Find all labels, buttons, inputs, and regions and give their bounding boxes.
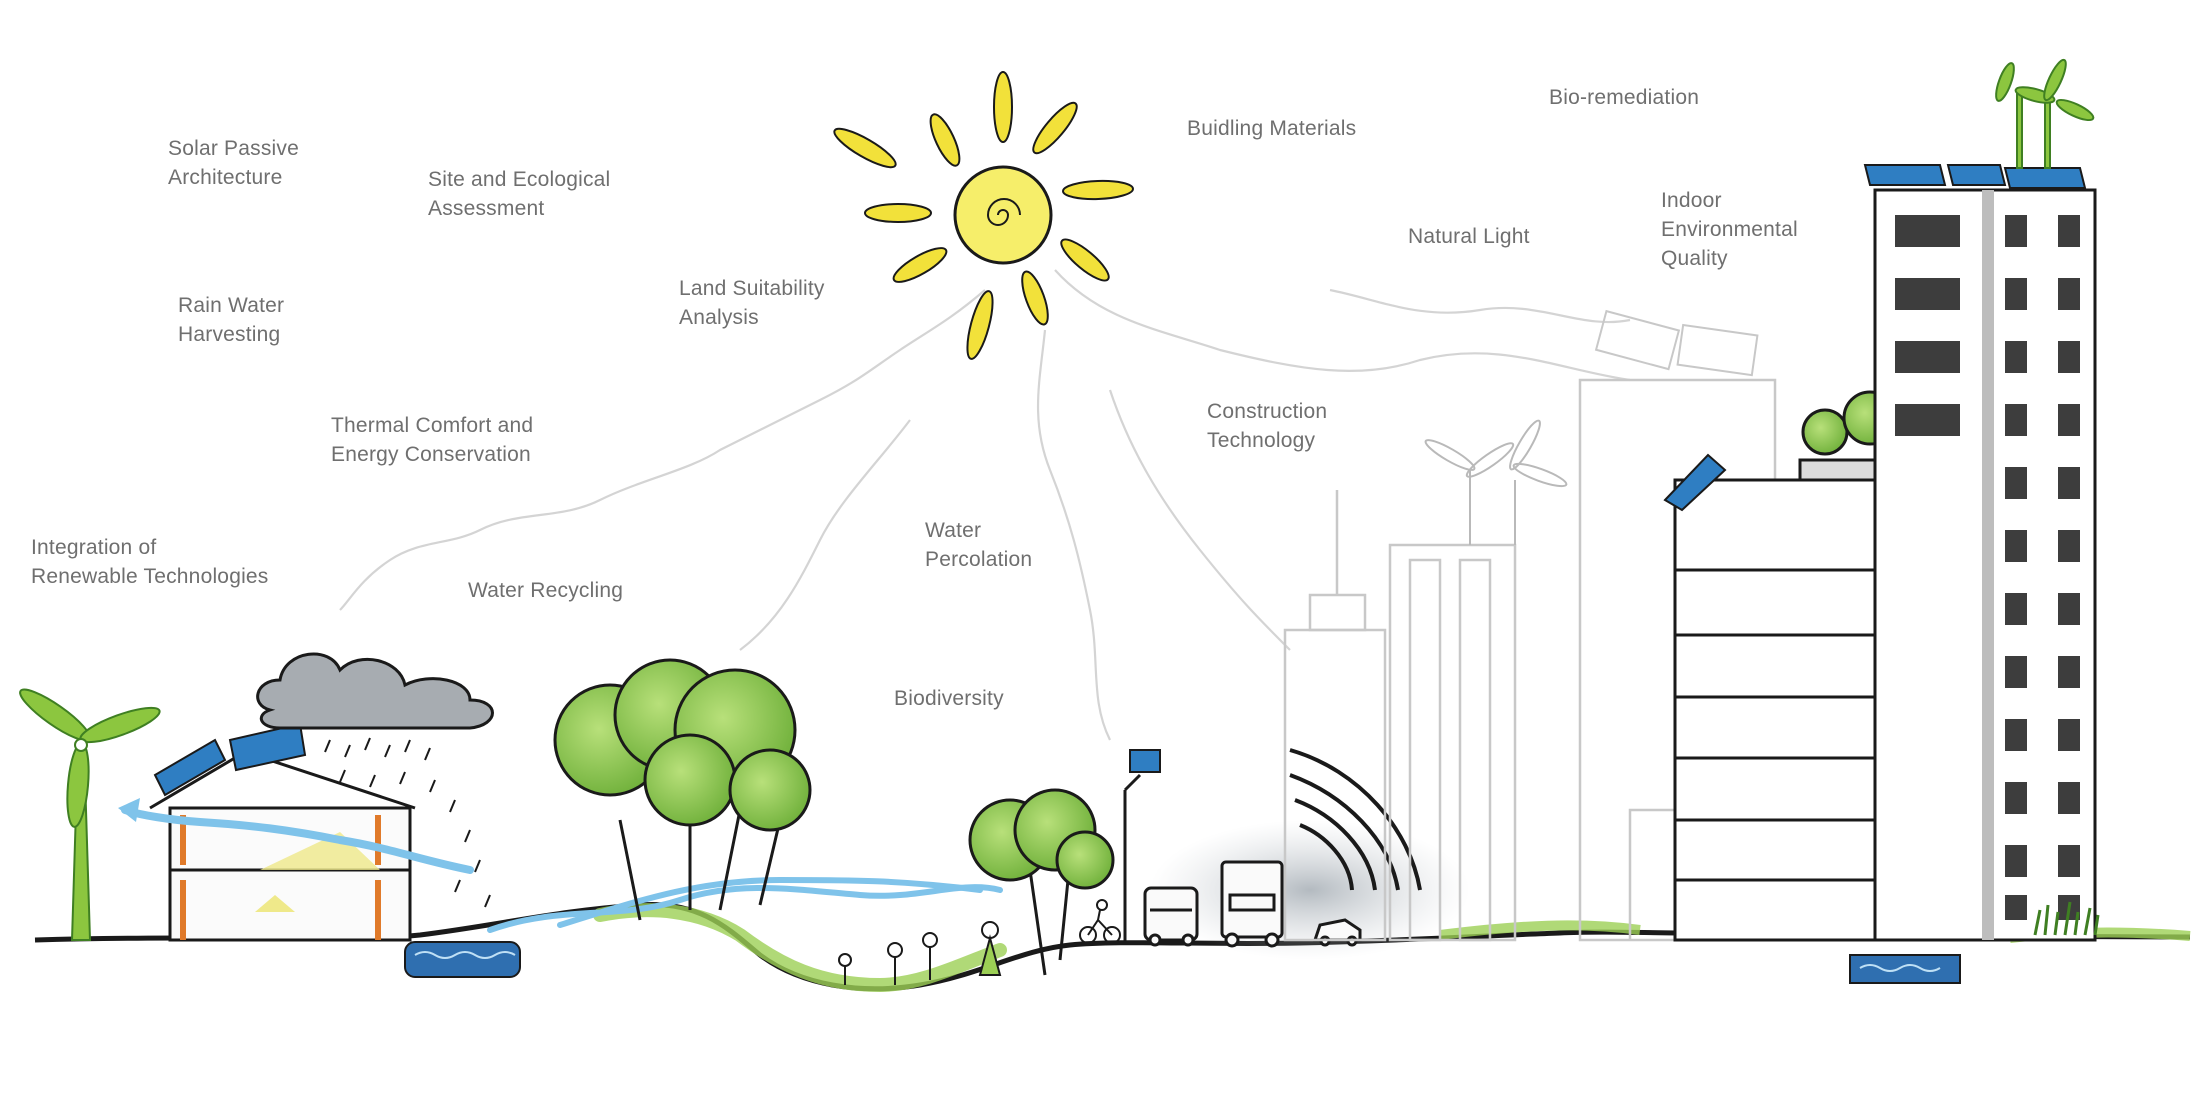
label-biodiversity: Biodiversity xyxy=(894,687,1004,710)
label-rain-water-harvesting: Rain Water Harvesting xyxy=(178,294,285,346)
label-site-ecological-assessment: Site and Ecological Assessment xyxy=(428,168,611,220)
bus-icon xyxy=(1143,886,1199,947)
label-water-recycling: Water Recycling xyxy=(468,579,624,602)
label-thermal-comfort: Thermal Comfort and Energy Conservation xyxy=(331,414,534,466)
solar-panel-icon xyxy=(1863,164,2087,189)
label-land-suitability-analysis: Land Suitability Analysis xyxy=(679,277,825,329)
rain-cloud-icon xyxy=(256,652,494,908)
label-water-percolation: Water Percolation xyxy=(925,519,1033,571)
noise-arcs xyxy=(1289,748,1422,891)
air-flow-arrowhead xyxy=(118,798,140,822)
air-flow-arrow xyxy=(121,806,474,874)
tree-icon xyxy=(968,788,1115,976)
background-buildings xyxy=(1283,309,1777,942)
label-building-materials: Buidling Materials xyxy=(1187,117,1357,140)
connector-lines xyxy=(339,269,1631,741)
rainwater-tank xyxy=(1849,954,1961,984)
label-construction-technology: Construction Technology xyxy=(1207,400,1328,452)
ground-line xyxy=(34,901,2191,993)
grass-icon xyxy=(2033,901,2100,936)
tree-icon xyxy=(553,658,812,921)
wind-turbine-icon xyxy=(1424,419,1568,545)
wind-turbine-icon xyxy=(1995,58,2095,169)
sun-icon xyxy=(833,71,1134,360)
water-flow-lines xyxy=(487,876,1003,933)
bicycle-icon xyxy=(1079,899,1121,944)
street-lamp-icon xyxy=(1123,749,1161,945)
wind-turbine-icon xyxy=(19,688,161,941)
label-solar-passive-architecture: Solar Passive Architecture xyxy=(168,137,299,189)
solar-panel-icon xyxy=(153,722,307,797)
high-rise-tower xyxy=(1873,188,2097,942)
people-figures xyxy=(838,921,1002,985)
rainwater-tank xyxy=(404,941,521,978)
truck-icon xyxy=(1220,860,1284,948)
label-indoor-environmental-quality: Indoor Environmental Quality xyxy=(1661,189,1798,270)
label-integration-renewable: Integration of Renewable Technologies xyxy=(31,536,269,588)
solar-panel-icon xyxy=(1663,453,1727,512)
label-bio-remediation: Bio-remediation xyxy=(1549,86,1700,109)
label-natural-light: Natural Light xyxy=(1408,225,1530,248)
